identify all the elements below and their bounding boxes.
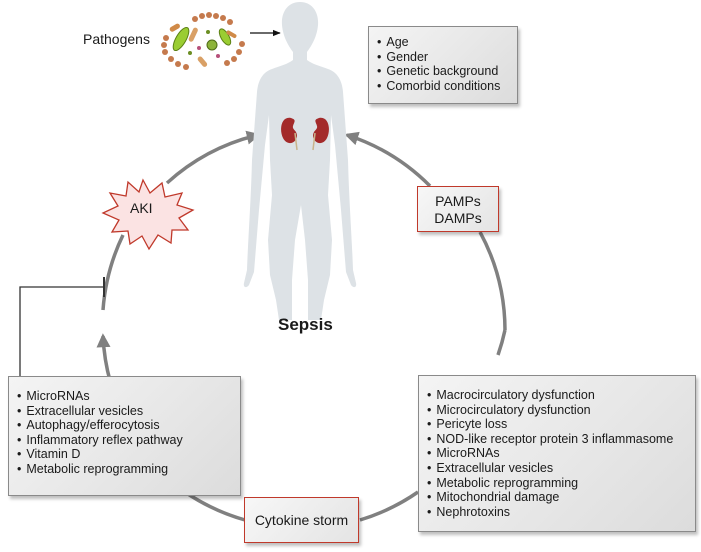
protective-item: Extracellular vesicles [17,404,240,419]
risk-factor-item: Genetic background [377,64,517,79]
sepsis-label: Sepsis [278,315,333,334]
injury-item: Nephrotoxins [427,505,695,520]
cytokine-storm-label: Cytokine storm [254,512,349,528]
inhibition-line [19,286,103,378]
pathogens-label: Pathogens [83,31,150,47]
injury-item: Pericyte loss [427,417,695,432]
risk-factor-item: Gender [377,50,517,65]
cytokine-storm-box: Cytokine storm [244,497,359,543]
injury-item: Metabolic reprogramming [427,476,695,491]
cycle-arc-bottom-right [359,490,419,522]
injury-item: MicroRNAs [427,446,695,461]
kidney-pair-icon [281,117,329,151]
pamps-damps-box: PAMPs DAMPs [417,186,499,232]
protective-item: Inflammatory reflex pathway [17,433,240,448]
protective-item: MicroRNAs [17,389,240,404]
injury-item: Extracellular vesicles [427,461,695,476]
pamps-label: PAMPs [435,193,481,209]
risk-factor-item: Age [377,35,517,50]
injury-item: NOD-like receptor protein 3 inflammasome [427,432,695,447]
injury-item: Mitochondrial damage [427,490,695,505]
cycle-arc-right-lower [496,329,507,356]
cycle-arc-top-right [344,131,432,188]
human-silhouette-icon [243,2,357,320]
damps-label: DAMPs [434,210,482,226]
aki-starburst [101,178,195,251]
injury-item: Microcirculatory dysfunction [427,403,695,418]
bacteria-cluster-icon [161,12,245,70]
aki-label: AKI [130,200,153,216]
injury-item: Macrocirculatory dysfunction [427,388,695,403]
protective-item: Vitamin D [17,447,240,462]
cycle-arc-top-left [165,130,261,185]
protective-item: Metabolic reprogramming [17,462,240,477]
protective-pathways-box: MicroRNAs Extracellular vesicles Autopha… [8,376,241,496]
injury-mechanisms-box: Macrocirculatory dysfunction Microcircul… [418,375,696,532]
risk-factors-box: Age Gender Genetic background Comorbid c… [368,26,518,104]
risk-factor-item: Comorbid conditions [377,79,517,94]
cycle-arc-bottom-left [184,490,246,522]
cycle-arc-left-upper [101,234,125,311]
cycle-arc-right-upper [478,231,507,331]
protective-item: Autophagy/efferocytosis [17,418,240,433]
